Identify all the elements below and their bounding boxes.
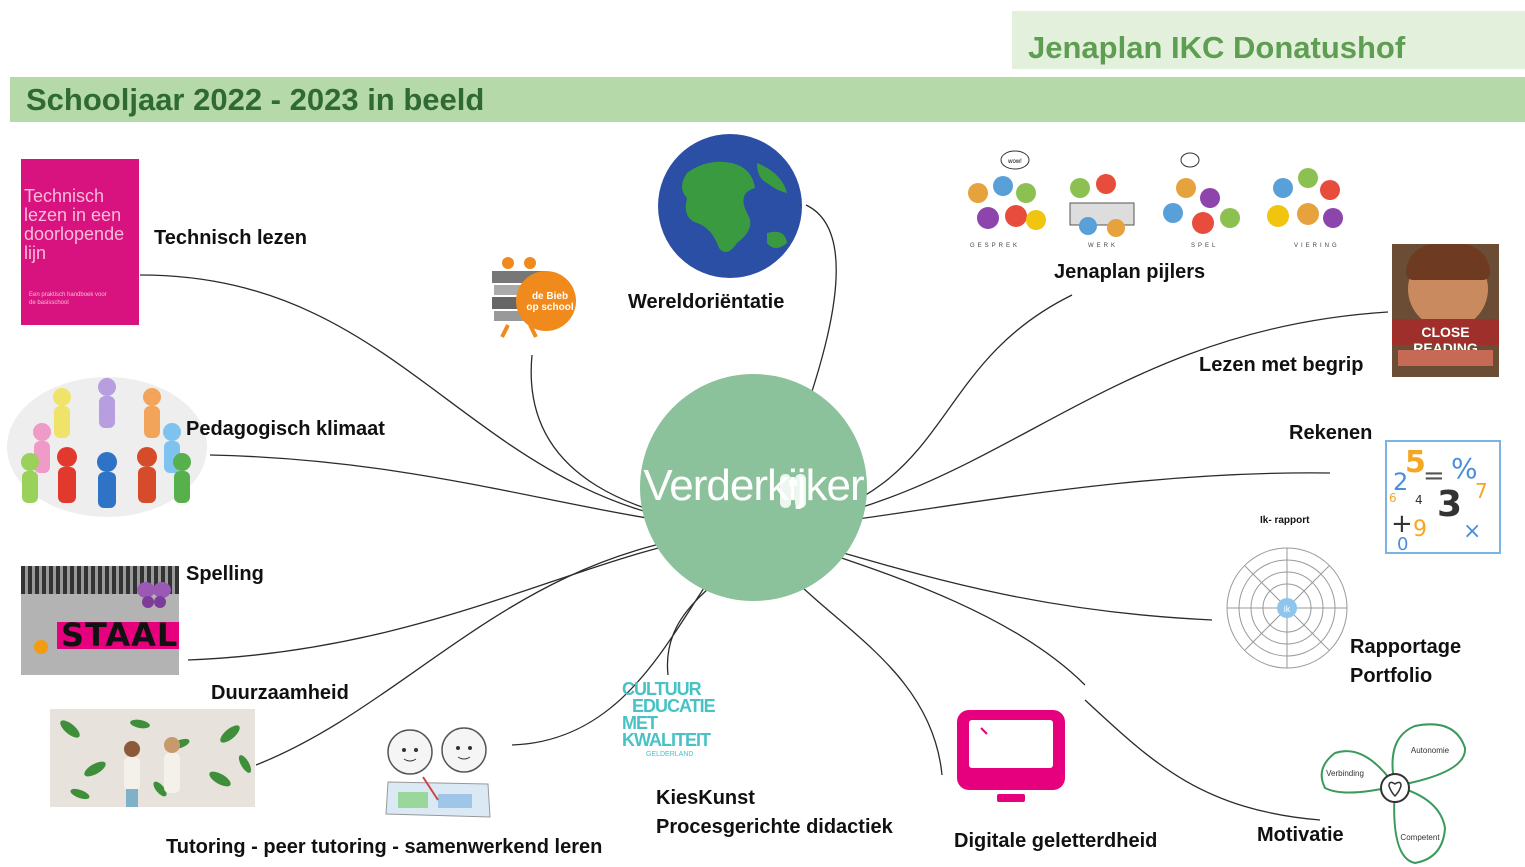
school-name-banner: Jenaplan IKC Donatushof (1012, 11, 1525, 69)
laptop-icon (957, 710, 1065, 802)
hub-label: Verderkijker (643, 461, 864, 510)
cultuur-line-3: MET (622, 713, 658, 733)
label-kieskunst: KiesKunst (656, 787, 755, 809)
tutoring-figures-icon (385, 727, 491, 818)
petal-verbinding: Verbinding (1326, 769, 1364, 778)
heart-sticker-icon (34, 640, 48, 654)
binoculars-icon (780, 474, 806, 508)
pillar-caption-werk: WERK (1088, 243, 1118, 249)
ik-rapport-wheel-icon: ik (1226, 547, 1348, 669)
cultuur-region: GELDERLAND (646, 751, 694, 758)
bieb-label: de Bieb op school (526, 291, 574, 313)
svg-text:6: 6 (1389, 491, 1397, 505)
svg-text:0: 0 (1397, 534, 1408, 552)
label-procesgerichte-didactiek: Procesgerichte didactiek (656, 816, 893, 838)
cultuur-line-4: KWALITEIT (622, 730, 711, 750)
central-hub: Verderkijker (640, 374, 867, 601)
cultuur-line-1: CULTUUR (622, 679, 702, 699)
close-reading-book: CLOSE READING (1392, 244, 1499, 377)
label-digitale-geletterdheid: Digitale geletterdheid (954, 830, 1158, 852)
label-pedagogisch-klimaat: Pedagogisch klimaat (186, 418, 385, 440)
label-duurzaamheid: Duurzaamheid (211, 682, 349, 704)
book-technisch-title: Technisch lezen in een doorlopende lijn (24, 186, 125, 263)
petal-competent: Competent (1400, 833, 1440, 842)
bieb-op-school-logo: de Bieb op school (490, 255, 576, 341)
pillar-caption-gesprek: GESPREK (970, 243, 1021, 249)
ik-rapport-title: Ik- rapport (1260, 515, 1310, 526)
label-rekenen: Rekenen (1289, 422, 1373, 444)
pillar-caption-spel: SPEL (1191, 243, 1219, 249)
school-name: Jenaplan IKC Donatushof (1028, 30, 1406, 65)
label-rapportage: Rapportage (1350, 636, 1462, 658)
label-wereldorientatie: Wereldoriëntatie (628, 291, 785, 313)
pillar-caption-viering: VIERING (1294, 243, 1340, 249)
svg-text:9: 9 (1413, 517, 1427, 542)
numbers-symbols-icon: 5 2 = % 6 4 3 7 + 9 × 0 (1389, 445, 1488, 555)
connector-motivatie (1084, 699, 1321, 821)
motivatie-clover-icon: Autonomie Verbinding Competent (1320, 723, 1467, 865)
svg-text:7: 7 (1475, 479, 1488, 503)
label-lezen-met-begrip: Lezen met begrip (1199, 354, 1364, 376)
butterfly-icon (137, 582, 171, 608)
paper-people-circle-icon (7, 377, 207, 517)
svg-text:×: × (1463, 519, 1481, 544)
ik-center-text: ik (1284, 604, 1291, 614)
svg-text:%: % (1451, 452, 1478, 485)
label-jenaplan-pijlers: Jenaplan pijlers (1054, 261, 1206, 283)
label-motivatie: Motivatie (1257, 824, 1344, 846)
globe-icon (658, 134, 802, 278)
cultuur-line-2: EDUCATIE (632, 696, 716, 716)
school-year-banner: Schooljaar 2022 - 2023 in beeld (10, 77, 1525, 122)
rekenen-numbers-image: 5 2 = % 6 4 3 7 + 9 × 0 (1385, 440, 1501, 555)
book-technisch-subtitle: Een praktisch handboek voor de basisscho… (29, 292, 107, 306)
bieb-books-icon (492, 257, 576, 338)
svg-text:5: 5 (1405, 445, 1426, 480)
svg-text:3: 3 (1437, 484, 1462, 525)
wow-bubble-text: wow! (1007, 159, 1022, 165)
duurzaamheid-image (50, 709, 255, 807)
leaves-children-icon (60, 719, 252, 807)
petal-autonomie: Autonomie (1411, 746, 1450, 755)
staal-spelling-image: STAAL (21, 566, 179, 675)
label-portfolio: Portfolio (1350, 665, 1433, 687)
svg-text:+: + (1391, 509, 1413, 539)
svg-text:2: 2 (1393, 468, 1408, 496)
label-technisch-lezen: Technisch lezen (154, 227, 308, 249)
cultuur-educatie-logo: CULTUUR EDUCATIE MET KWALITEIT GELDERLAN… (622, 679, 716, 773)
label-tutoring: Tutoring - peer tutoring - samenwerkend … (166, 836, 603, 858)
staal-logo: STAAL (61, 616, 179, 654)
svg-text:=: = (1423, 461, 1445, 491)
svg-text:4: 4 (1415, 493, 1423, 507)
label-spelling: Spelling (186, 563, 264, 585)
jenaplan-pillars-icon: wow! (968, 150, 1343, 237)
school-year-title: Schooljaar 2022 - 2023 in beeld (26, 82, 485, 117)
technisch-lezen-book: Technisch lezen in een doorlopende lijn … (21, 159, 139, 325)
